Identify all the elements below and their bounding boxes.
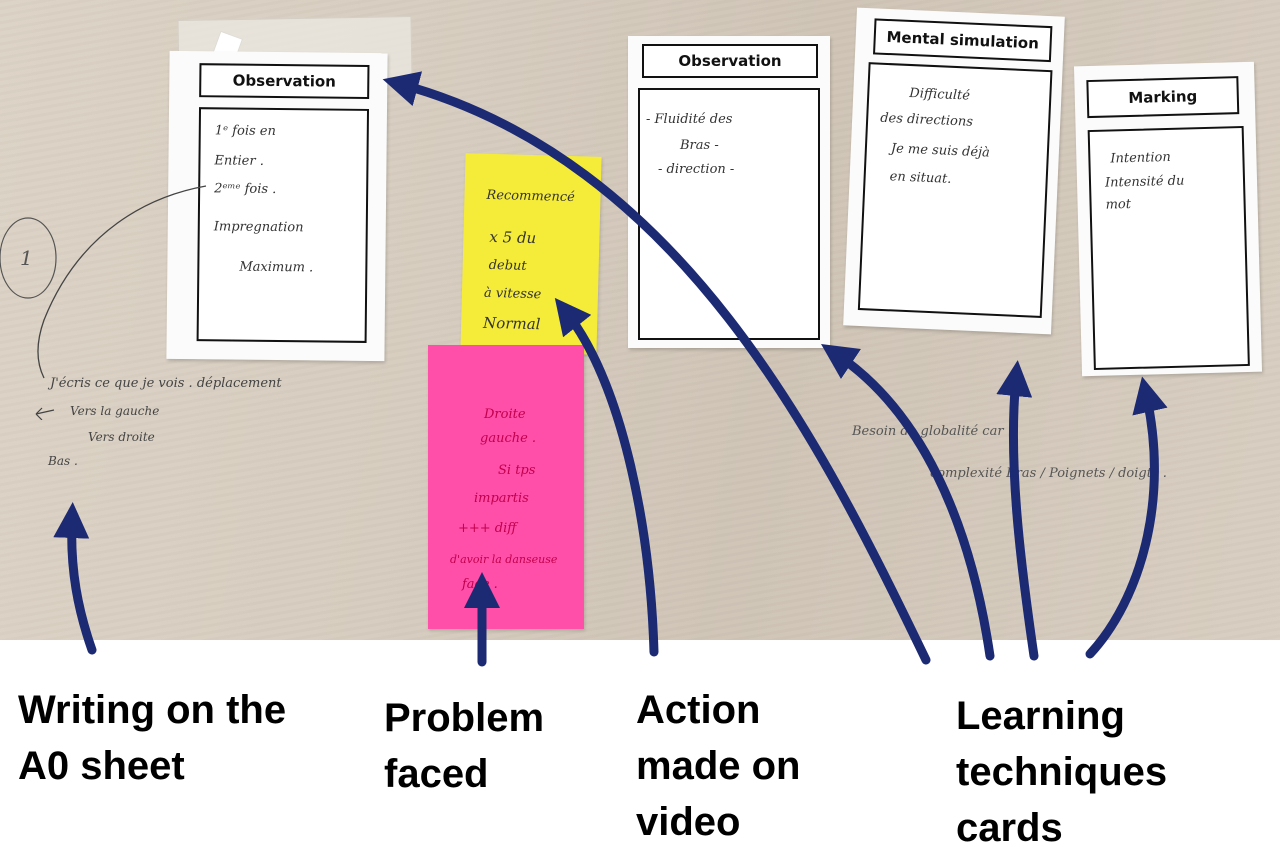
sheet-writing-right: Besoin de globalité car xyxy=(852,424,1004,439)
sheet-writing-line: Bas . xyxy=(48,454,78,468)
handwriting-line: - Fluidité des xyxy=(646,112,733,127)
caption-learning: Learning techniques cards xyxy=(956,694,1168,850)
sheet-circle-label: 1 xyxy=(20,246,33,270)
caption-action: Action made on video xyxy=(636,688,801,844)
note-line: impartis xyxy=(474,491,529,506)
sheet-writing-line: Vers droite xyxy=(88,430,155,444)
arrow-card-observation-middle xyxy=(821,344,995,661)
note-line: Si tps xyxy=(498,463,536,478)
arrow-action xyxy=(554,297,659,657)
caption-problem: Problem faced xyxy=(384,696,545,796)
sheet-writing-right: complexité Bras / Poignets / doigts . xyxy=(930,466,1167,481)
arrow-card-mental-simulation xyxy=(996,360,1039,661)
card-title: Observation xyxy=(642,44,818,78)
arrow-writing xyxy=(53,502,97,655)
arrow-card-marking xyxy=(1085,376,1168,659)
arrow-card-observation-left xyxy=(382,71,931,665)
sheet-writing-line: J'écris ce que je vois . déplacement xyxy=(50,376,282,391)
photo-background: Observation 1ᵉ fois en Entier . 2ᵉᵐᵉ foi… xyxy=(0,0,1280,640)
caption-writing: Writing on the A0 sheet xyxy=(18,688,287,788)
handwriting-line: Bras - xyxy=(680,138,719,153)
sheet-pencil-marks xyxy=(0,185,207,420)
note-line: gauche . xyxy=(480,431,537,446)
card-observation-middle: Observation - Fluidité des Bras - - dire… xyxy=(628,36,830,348)
sheet-writing-line: Vers la gauche xyxy=(70,404,160,418)
note-line: d'avoir la danseuse xyxy=(450,553,558,566)
note-line: Droite xyxy=(484,407,526,422)
card-body: - Fluidité des Bras - - direction - xyxy=(638,88,820,340)
note-line: +++ diff xyxy=(458,521,517,536)
handwriting-line: - direction - xyxy=(658,162,735,177)
